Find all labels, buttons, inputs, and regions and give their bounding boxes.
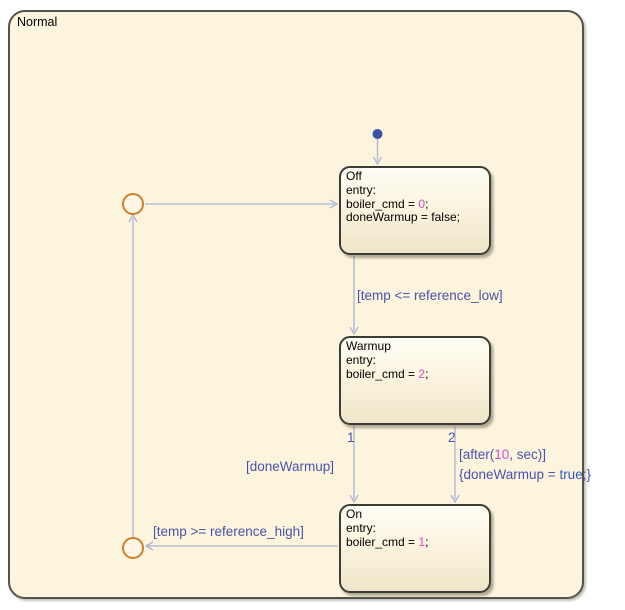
default-transition-dot[interactable]: [372, 129, 383, 139]
state-off-action-2: doneWarmup = false;: [346, 210, 460, 225]
state-normal[interactable]: Normal: [8, 10, 584, 599]
state-off-action: boiler_cmd = 0;: [346, 196, 429, 211]
transition-label-temp-high[interactable]: [temp >= reference_high]: [153, 524, 304, 539]
arrowhead-right-icon: [329, 199, 339, 209]
arrowhead-down-icon: [349, 494, 359, 504]
state-on-action: boiler_cmd = 1;: [346, 534, 429, 549]
junction-bottom[interactable]: [122, 537, 144, 559]
transition-label-after[interactable]: [after(10, sec)]: [459, 447, 547, 462]
state-on[interactable]: On entry: boiler_cmd = 1;: [339, 504, 491, 593]
state-warmup-title: Warmup: [346, 339, 391, 353]
transition-label-temp-low[interactable]: [temp <= reference_low]: [357, 288, 503, 303]
arrowhead-down-icon: [450, 494, 460, 504]
transition-number-2: 2: [448, 430, 456, 445]
state-warmup[interactable]: Warmup entry: boiler_cmd = 2;: [339, 336, 491, 425]
state-warmup-entry-label: entry:: [346, 352, 377, 367]
state-off[interactable]: Off entry: boiler_cmd = 0; doneWarmup = …: [339, 166, 491, 255]
state-off-entry-label: entry:: [346, 182, 377, 197]
state-off-title: Off: [346, 169, 362, 183]
arrowhead-down-icon: [372, 156, 383, 166]
state-on-entry-label: entry:: [346, 520, 377, 535]
state-normal-title: Normal: [17, 15, 58, 29]
transition-number-1: 1: [347, 430, 355, 445]
arrowhead-down-icon: [349, 326, 359, 336]
arrowhead-left-icon: [144, 541, 154, 551]
state-on-title: On: [346, 507, 363, 521]
junction-top[interactable]: [122, 193, 144, 215]
transition-label-donewarmup-true[interactable]: {doneWarmup = true;}: [459, 467, 591, 482]
state-warmup-action: boiler_cmd = 2;: [346, 366, 429, 381]
transition-label-donewarmup[interactable]: [doneWarmup]: [246, 459, 335, 474]
